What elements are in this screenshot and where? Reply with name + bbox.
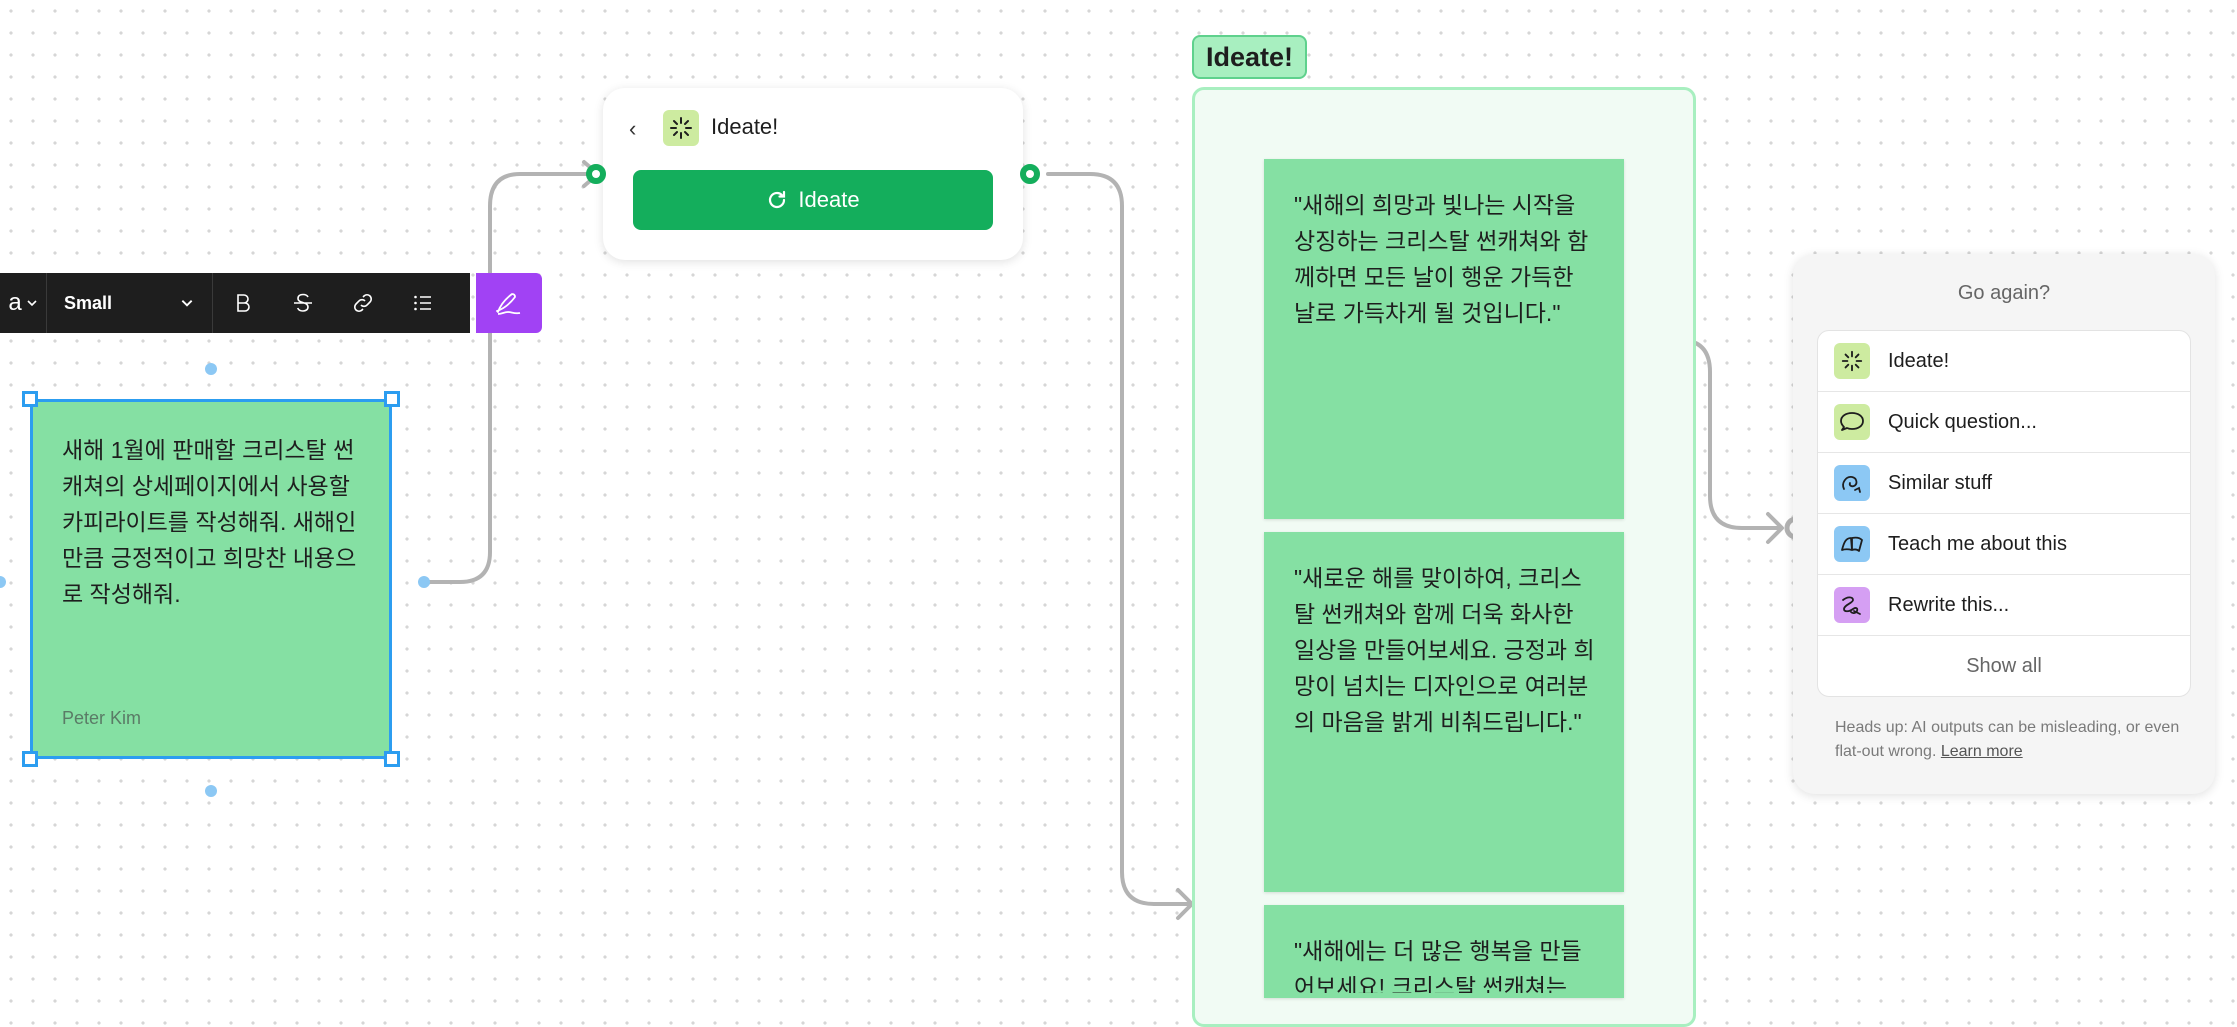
chevron-down-icon bbox=[181, 300, 193, 307]
connect-dot-top[interactable] bbox=[205, 363, 217, 375]
idea-sticky-note[interactable]: "새해에는 더 많은 행복을 만들어보세요! 크리스탈 썬캐쳐는 bbox=[1264, 905, 1624, 998]
resize-handle-top-left[interactable] bbox=[22, 391, 38, 407]
list-icon bbox=[414, 295, 431, 311]
widget-input-port[interactable] bbox=[586, 164, 606, 184]
sparkle-icon bbox=[1834, 343, 1870, 379]
rewrite-icon bbox=[1834, 587, 1870, 623]
strikethrough-icon bbox=[294, 293, 312, 312]
idea-note-text: "새해에는 더 많은 행복을 만들어보세요! 크리스탈 썬캐쳐는 bbox=[1294, 938, 1582, 993]
ai-pen-button[interactable] bbox=[476, 273, 542, 333]
panel-heading: Go again? bbox=[1957, 282, 2051, 304]
action-label: Similar stuff bbox=[1888, 471, 1993, 494]
ai-disclaimer: Heads up: AI outputs can be misleading, … bbox=[1835, 716, 2185, 764]
action-quick-question[interactable]: Quick question... bbox=[1818, 392, 2190, 453]
refresh-icon bbox=[769, 190, 786, 209]
show-all-button[interactable]: Show all bbox=[1966, 654, 2042, 677]
sparkle-icon bbox=[670, 117, 692, 139]
connect-dot-left[interactable] bbox=[0, 576, 6, 588]
ideate-widget: ‹ Ideate! Ideate bbox=[603, 88, 1023, 260]
connector-endpoint bbox=[418, 576, 430, 588]
action-list: Ideate! Quick question... Similar stuff … bbox=[1817, 330, 2191, 697]
widget-icon bbox=[663, 110, 699, 146]
sticky-text[interactable]: 새해 1월에 판매할 크리스탈 썬캐쳐의 상세페이지에서 사용할 카피라이트를 … bbox=[62, 437, 357, 607]
font-glyph: a bbox=[8, 289, 22, 316]
bold-button[interactable] bbox=[213, 273, 273, 333]
resize-handle-bottom-right[interactable] bbox=[384, 751, 400, 767]
chevron-down-icon bbox=[27, 300, 37, 307]
link-button[interactable] bbox=[333, 273, 393, 333]
pen-icon bbox=[496, 293, 521, 315]
action-label: Quick question... bbox=[1888, 410, 2037, 433]
font-selector[interactable]: a bbox=[0, 273, 46, 333]
action-rewrite[interactable]: Rewrite this... bbox=[1818, 575, 2190, 636]
action-label: Teach me about this bbox=[1888, 532, 2067, 555]
idea-sticky-note[interactable]: "새해의 희망과 빛나는 시작을 상징하는 크리스탈 썬캐쳐와 함께하면 모든 … bbox=[1264, 159, 1624, 519]
widget-output-port[interactable] bbox=[1020, 164, 1040, 184]
ideate-button-label: Ideate bbox=[798, 187, 860, 212]
action-teach-me[interactable]: Teach me about this bbox=[1818, 514, 2190, 575]
list-button[interactable] bbox=[393, 273, 453, 333]
connector-widget-to-section bbox=[1046, 172, 1194, 906]
toolbar-divider bbox=[212, 273, 213, 333]
action-ideate[interactable]: Ideate! bbox=[1818, 331, 2190, 392]
back-icon[interactable]: ‹ bbox=[629, 116, 637, 141]
go-again-panel: Go again? Ideate! Quick question... Simi… bbox=[1793, 254, 2215, 794]
action-label: Rewrite this... bbox=[1888, 593, 2010, 616]
connect-dot-bottom[interactable] bbox=[205, 785, 217, 797]
book-icon bbox=[1834, 526, 1870, 562]
connector-widget-to-section-arrow bbox=[1176, 888, 1194, 920]
font-size-label: Small bbox=[64, 292, 113, 313]
disclaimer-text: Heads up: AI outputs can be misleading, … bbox=[1835, 719, 2180, 760]
action-label: Ideate! bbox=[1888, 349, 1950, 372]
connector-note-to-panel-arrow bbox=[1766, 512, 1784, 544]
font-size-selector[interactable]: Small bbox=[47, 273, 212, 333]
format-toolbar: a Small bbox=[0, 273, 470, 333]
idea-sticky-note[interactable]: "새로운 해를 맞이하여, 크리스탈 썬캐쳐와 함께 더욱 화사한 일상을 만들… bbox=[1264, 532, 1624, 892]
connector-sticky-to-widget bbox=[422, 172, 598, 584]
widget-title: Ideate! bbox=[711, 114, 779, 139]
toolbar-divider bbox=[46, 273, 47, 333]
action-similar-stuff[interactable]: Similar stuff bbox=[1818, 453, 2190, 514]
strikethrough-button[interactable] bbox=[273, 273, 333, 333]
section-label[interactable]: Ideate! bbox=[1192, 35, 1308, 79]
link-icon bbox=[353, 293, 373, 313]
bold-icon bbox=[237, 294, 250, 312]
idea-note-text: "새로운 해를 맞이하여, 크리스탈 썬캐쳐와 함께 더욱 화사한 일상을 만들… bbox=[1294, 565, 1595, 735]
resize-handle-bottom-left[interactable] bbox=[22, 751, 38, 767]
similar-icon bbox=[1834, 465, 1870, 501]
idea-note-text: "새해의 희망과 빛나는 시작을 상징하는 크리스탈 썬캐쳐와 함께하면 모든 … bbox=[1294, 192, 1589, 326]
sticky-author: Peter Kim bbox=[62, 708, 142, 728]
ideate-button[interactable]: Ideate bbox=[633, 170, 993, 230]
resize-handle-top-right[interactable] bbox=[384, 391, 400, 407]
speech-bubble-icon bbox=[1834, 404, 1870, 440]
learn-more-link[interactable]: Learn more bbox=[1940, 743, 2023, 760]
selected-sticky-note[interactable]: 새해 1월에 판매할 크리스탈 썬캐쳐의 상세페이지에서 사용할 카피라이트를 … bbox=[30, 399, 392, 759]
